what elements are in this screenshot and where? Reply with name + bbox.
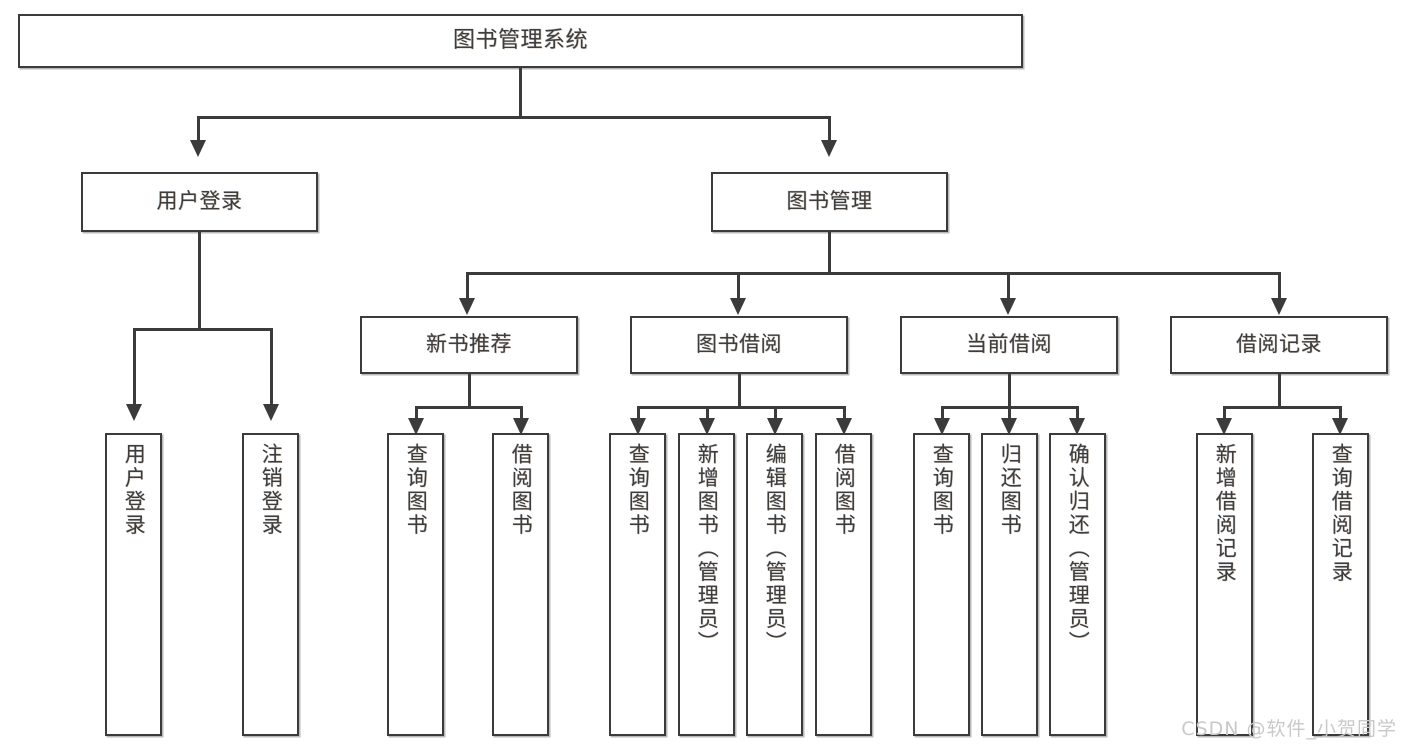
connector-recommend-bus [415,406,523,409]
connector-record-to-leaf-1 [1223,406,1226,428]
arrowhead-recommend-to-leaf-1 [408,418,424,435]
connector-recommend-stem [468,374,471,408]
arrowhead-current-to-leaf-1 [934,418,950,435]
node-new-book-recommend[interactable]: 新书推荐 [360,316,578,374]
node-label: 新书推荐 [426,332,512,357]
arrowhead-borrow-to-leaf-4 [836,418,852,435]
connector-login-bus [133,328,273,331]
node-label: 借阅记录 [1236,332,1322,357]
node-label: 图书借阅 [696,332,782,357]
leaf-current-query-book[interactable]: 查询图书 [913,433,970,736]
connector-borrow-bus [637,406,845,409]
arrowhead-bookmgmt-to-l2-1 [459,298,475,315]
connector-recommend-to-leaf-1 [415,406,418,428]
connector-record-to-leaf-2 [1339,406,1342,428]
node-label: 借阅图书 [509,443,534,537]
arrowhead-current-to-leaf-3 [1069,418,1085,435]
node-label: 注销登录 [259,443,284,537]
leaf-borrow-add-book-admin[interactable]: 新增图书（管理员） [678,433,735,736]
node-label: 编辑图书（管理员） [763,443,788,655]
node-label: 新增图书（管理员） [695,443,720,655]
connector-current-to-leaf-3 [1076,406,1079,428]
leaf-user-login[interactable]: 用户登录 [105,433,162,736]
connector-borrow-to-leaf-1 [637,406,640,428]
connector-borrow-to-leaf-3 [774,406,777,428]
node-label: 查询借阅记录 [1329,443,1354,584]
arrowhead-bookmgmt-to-l2-2 [730,298,746,315]
leaf-current-return-book[interactable]: 归还图书 [981,433,1038,736]
leaf-record-add[interactable]: 新增借阅记录 [1196,433,1253,736]
connector-root-to-login [197,116,200,148]
node-current-borrow[interactable]: 当前借阅 [900,316,1118,374]
arrowhead-login-to-leaf-1 [126,404,142,421]
connector-login-to-leaf-2 [270,328,273,412]
connector-borrow-to-leaf-2 [706,406,709,428]
connector-root-bus [197,116,831,119]
node-label: 查询图书 [404,443,429,537]
connector-bookmgmt-to-l2-2 [737,272,740,306]
connector-borrow-to-leaf-4 [843,406,846,428]
node-label: 借阅图书 [832,443,857,537]
leaf-borrow-query-book[interactable]: 查询图书 [609,433,666,736]
node-label: 图书管理 [786,189,873,214]
connector-bookmgmt-to-l2-1 [466,272,469,306]
node-borrow-record[interactable]: 借阅记录 [1170,316,1388,374]
leaf-record-query[interactable]: 查询借阅记录 [1312,433,1369,736]
node-label: 用户登录 [122,443,147,537]
connector-bookmgmt-bus [466,272,1280,275]
arrowhead-current-to-leaf-2 [1001,418,1017,435]
node-label: 图书管理系统 [452,27,588,53]
arrowhead-borrow-to-leaf-1 [630,418,646,435]
node-label: 查询图书 [626,443,651,537]
connector-bookmgmt-to-l2-4 [1278,272,1281,306]
connector-current-to-leaf-2 [1008,406,1011,428]
arrowhead-borrow-to-leaf-2 [699,418,715,435]
node-label: 确认归还（管理员） [1066,443,1091,655]
arrowhead-borrow-to-leaf-3 [767,418,783,435]
arrowhead-login-to-leaf-2 [263,404,279,421]
node-root-system[interactable]: 图书管理系统 [18,14,1023,68]
connector-root-to-bookmgmt [828,116,831,148]
node-label: 用户登录 [156,189,243,214]
arrowhead-record-to-leaf-1 [1216,418,1232,435]
node-label: 归还图书 [998,443,1023,537]
leaf-current-confirm-return-admin[interactable]: 确认归还（管理员） [1049,433,1106,736]
arrowhead-bookmgmt-to-l2-3 [1000,298,1016,315]
arrowhead-record-to-leaf-2 [1332,418,1348,435]
arrowhead-bookmgmt-to-l2-4 [1271,298,1287,315]
node-label: 当前借阅 [966,332,1052,357]
connector-borrow-stem [738,374,741,408]
leaf-recommend-borrow-book[interactable]: 借阅图书 [492,433,549,736]
leaf-borrow-edit-book-admin[interactable]: 编辑图书（管理员） [746,433,803,736]
connector-current-to-leaf-1 [941,406,944,428]
connector-current-stem [1008,374,1011,408]
node-book-borrow[interactable]: 图书借阅 [630,316,848,374]
connector-bookmgmt-stem [828,232,831,274]
arrowhead-root-to-bookmgmt [821,140,837,157]
arrowhead-recommend-to-leaf-2 [513,418,529,435]
connector-bookmgmt-to-l2-3 [1007,272,1010,306]
connector-login-stem [198,232,201,330]
connector-recommend-to-leaf-2 [520,406,523,428]
node-label: 查询图书 [930,443,955,537]
leaf-borrow-borrow-book[interactable]: 借阅图书 [815,433,872,736]
connector-login-to-leaf-1 [133,328,136,412]
leaf-recommend-query-book[interactable]: 查询图书 [387,433,444,736]
node-book-management[interactable]: 图书管理 [711,172,948,232]
connector-record-bus [1223,406,1341,409]
node-user-login[interactable]: 用户登录 [81,172,318,232]
node-label: 新增借阅记录 [1213,443,1238,584]
arrowhead-root-to-login [190,140,206,157]
connector-record-stem [1278,374,1281,408]
leaf-logout[interactable]: 注销登录 [242,433,299,736]
connector-root-stem [519,68,522,118]
watermark: CSDN @软件_小贺同学 [1181,718,1397,740]
